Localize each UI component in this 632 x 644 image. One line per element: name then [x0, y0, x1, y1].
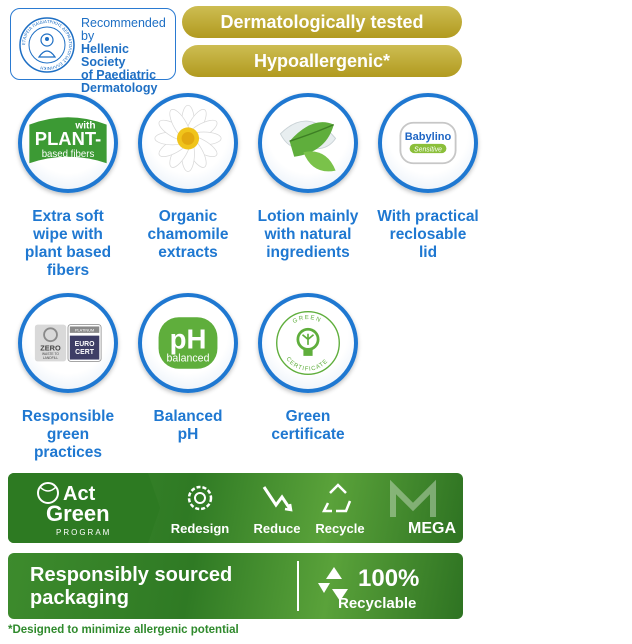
recycle-symbol-icon — [318, 567, 348, 601]
responsible-label-line-3: practices — [33, 444, 103, 461]
plant-label-line-2: wipe with — [33, 226, 103, 243]
lid-label-line-2: reclosable — [389, 226, 467, 243]
mega-logo: MEGA — [408, 520, 456, 537]
plant-label-line-1: Extra soft — [32, 208, 104, 225]
plant-label-line-4: fibers — [46, 262, 90, 279]
footnote: *Designed to minimize allergenic potenti… — [8, 624, 239, 636]
lid-label-line-3: lid — [418, 244, 438, 261]
svg-text:100%: 100% — [358, 565, 419, 592]
lotion-label-line-1: Lotion mainly — [257, 208, 359, 225]
plant-label-line-3: plant based — [24, 244, 112, 261]
svg-text:GREEN: GREEN — [292, 315, 322, 325]
svg-text:Recyclable: Recyclable — [338, 595, 416, 612]
lid-label-line-1: With practical — [377, 208, 479, 225]
lid-label: With practical reclosable lid — [368, 208, 488, 262]
redesign-gear-icon — [187, 485, 213, 511]
society-line-1: Recommended by — [81, 16, 166, 43]
lotion-label: Lotion mainly with natural ingredients — [248, 208, 368, 262]
green-cert-label: Green certificate — [248, 408, 368, 444]
society-seal-icon: ΕΤΑΙΡΕΙΑ ΠΑΙΔΙΑΤΡΙΚΗΣ ΔΕΡΜΑΤΟΛΟΓΙΑΣ ΕΛΛΗ… — [19, 17, 75, 73]
svg-text:LANDFILL: LANDFILL — [43, 356, 59, 360]
lotion-label-line-3: ingredients — [266, 244, 350, 261]
responsible-label-line-2: green — [46, 426, 90, 443]
chamomile-label-line-3: extracts — [158, 244, 218, 261]
dermatologically-tested-badge: Dermatologically tested — [182, 6, 462, 38]
chamomile-flower-icon — [138, 93, 238, 193]
society-line-2: Hellenic Society — [81, 42, 129, 69]
society-line-4: Dermatology — [81, 81, 158, 95]
responsible-label-line-1: Responsible — [21, 408, 115, 425]
zero-waste-eurocert-icon: ZERO WASTE TO LANDFILL PLATINUM EURO CER… — [18, 293, 118, 393]
svg-text:Green: Green — [46, 501, 110, 526]
svg-text:pH: pH — [170, 324, 207, 355]
svg-text:Responsibly sourced: Responsibly sourced — [30, 564, 232, 586]
society-text: Recommended by Hellenic Society of Paedi… — [81, 17, 173, 95]
ph-label-line-1: Balanced — [153, 408, 223, 425]
society-badge: ΕΤΑΙΡΕΙΑ ΠΑΙΔΙΑΤΡΙΚΗΣ ΔΕΡΜΑΤΟΛΟΓΙΑΣ ΕΛΛΗ… — [10, 8, 176, 95]
ph-balanced-icon: pH balanced — [138, 293, 238, 393]
svg-text:ZERO: ZERO — [40, 343, 61, 352]
svg-text:packaging: packaging — [30, 587, 129, 609]
plant-fibers-label: Extra soft wipe with plant based fibers — [8, 208, 128, 280]
ph-label: Balanced pH — [128, 408, 248, 444]
globe-icon — [37, 482, 59, 504]
responsible-label: Responsible green practices — [8, 408, 128, 462]
svg-text:Redesign: Redesign — [171, 521, 230, 536]
chamomile-label: Organic chamomile extracts — [128, 208, 248, 262]
svg-text:PROGRAM: PROGRAM — [56, 528, 111, 537]
recycle-icon — [321, 483, 352, 513]
svg-text:with: with — [74, 120, 95, 131]
svg-text:Sensitive: Sensitive — [414, 146, 442, 153]
packaging-banner: Responsibly sourced packaging 100% Recyc… — [8, 553, 463, 619]
green-certificate-icon: GREEN CERTIFICATE — [258, 293, 358, 393]
lotion-label-line-2: with natural — [264, 226, 352, 243]
reclosable-lid-icon: Babylino Sensitive — [378, 93, 478, 193]
svg-text:Act: Act — [63, 483, 96, 505]
act-green-banner: Act Green PROGRAM Redesign Reduce Recycl… — [8, 473, 463, 543]
chamomile-label-line-2: chamomile — [147, 226, 229, 243]
green-cert-label-line-2: certificate — [271, 426, 345, 443]
plant-fibers-icon: with PLANT- based fibers — [18, 93, 118, 193]
lotion-leaves-icon — [258, 93, 358, 193]
svg-text:PLANT-: PLANT- — [35, 128, 101, 149]
society-line-3: of Paediatric — [81, 68, 157, 82]
svg-text:Babylino: Babylino — [405, 131, 452, 143]
hypoallergenic-badge: Hypoallergenic* — [182, 45, 462, 77]
svg-text:Reduce: Reduce — [254, 521, 301, 536]
reduce-arrow-icon — [262, 486, 293, 512]
svg-text:EURO: EURO — [75, 341, 96, 348]
svg-text:based fibers: based fibers — [42, 149, 95, 160]
ph-label-line-2: pH — [177, 426, 199, 443]
svg-text:CERT: CERT — [75, 349, 95, 356]
green-cert-label-line-1: Green — [285, 408, 331, 425]
svg-text:WASTE TO: WASTE TO — [42, 352, 59, 356]
svg-text:balanced: balanced — [167, 352, 210, 364]
svg-text:Recycle: Recycle — [315, 521, 364, 536]
chamomile-label-line-1: Organic — [158, 208, 218, 225]
svg-text:PLATINUM: PLATINUM — [75, 329, 94, 333]
